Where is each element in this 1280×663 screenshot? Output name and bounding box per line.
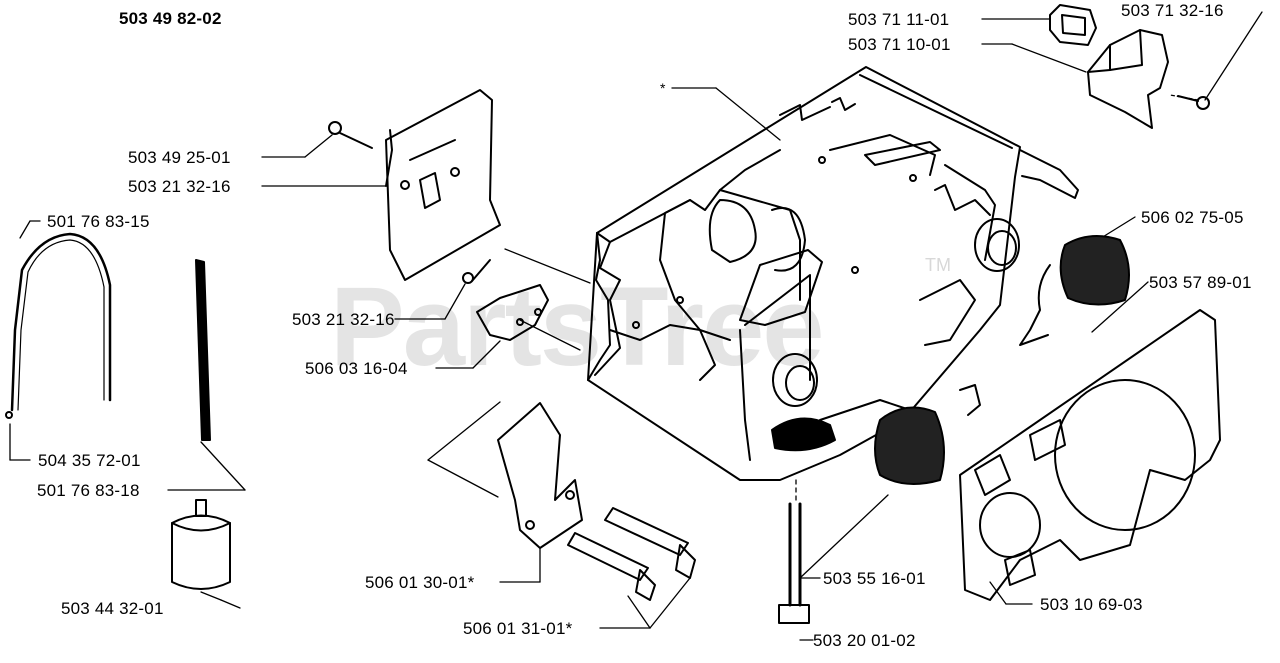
top-knob-part: [1049, 4, 1097, 46]
label-part-503-20-01-02: 503 20 01-02: [813, 631, 916, 650]
angle-plate-part: [497, 402, 583, 549]
spring-part: [959, 264, 1051, 416]
bracket-part: [476, 284, 549, 341]
side-cover-part: [959, 309, 1221, 601]
guide-plate-part: [385, 89, 501, 281]
label-part-506-01-31-01: 506 01 31-01*: [463, 619, 573, 638]
trademark-mark: TM: [925, 255, 951, 275]
label-part-503-71-11-01: 503 71 11-01: [848, 10, 950, 29]
label-part-504-35-72-01: 504 35 72-01: [38, 451, 141, 470]
bow-wire-part: [5, 232, 112, 419]
guide-screw-part: [328, 121, 373, 149]
top-screw-part: [1177, 95, 1210, 110]
label-part-503-44-32-01: 503 44 32-01: [61, 599, 164, 618]
label-part-503-21-32-16-b: 503 21 32-16: [292, 310, 395, 329]
label-part-503-71-10-01: 503 71 10-01: [848, 35, 951, 54]
fuel-filter-part: [171, 499, 231, 590]
asterisk-mark: *: [660, 80, 666, 96]
label-part-503-49-25-01: 503 49 25-01: [128, 148, 231, 167]
label-part-503-71-32-16: 503 71 32-16: [1121, 1, 1224, 20]
label-part-503-57-89-01: 503 57 89-01: [1149, 273, 1252, 292]
bracket-screw-part: [462, 259, 491, 284]
hose-part: [195, 259, 211, 441]
diagram-title: 503 49 82-02: [119, 9, 222, 28]
label-part-501-76-83-18: 501 76 83-18: [37, 481, 140, 500]
top-cover-part: [1087, 29, 1169, 129]
label-part-506-01-30-01: 506 01 30-01*: [365, 573, 475, 592]
label-part-501-76-83-15: 501 76 83-15: [47, 212, 150, 231]
label-part-506-02-75-05: 506 02 75-05: [1141, 208, 1244, 227]
label-part-506-03-16-04: 506 03 16-04: [305, 359, 408, 378]
label-part-503-21-32-16-a: 503 21 32-16: [128, 177, 231, 196]
bolt-2-part: [567, 532, 656, 601]
long-screw-part: [778, 502, 810, 624]
label-part-503-10-69-03: 503 10 69-03: [1040, 595, 1143, 614]
chain-brake-housing: [587, 66, 1079, 481]
bolt-1-part: [604, 507, 696, 579]
leader-lines: [9, 11, 1263, 641]
damper-2-part: [874, 406, 945, 485]
label-part-503-55-16-01: 503 55 16-01: [823, 569, 926, 588]
damper-1-part: [1059, 235, 1130, 306]
